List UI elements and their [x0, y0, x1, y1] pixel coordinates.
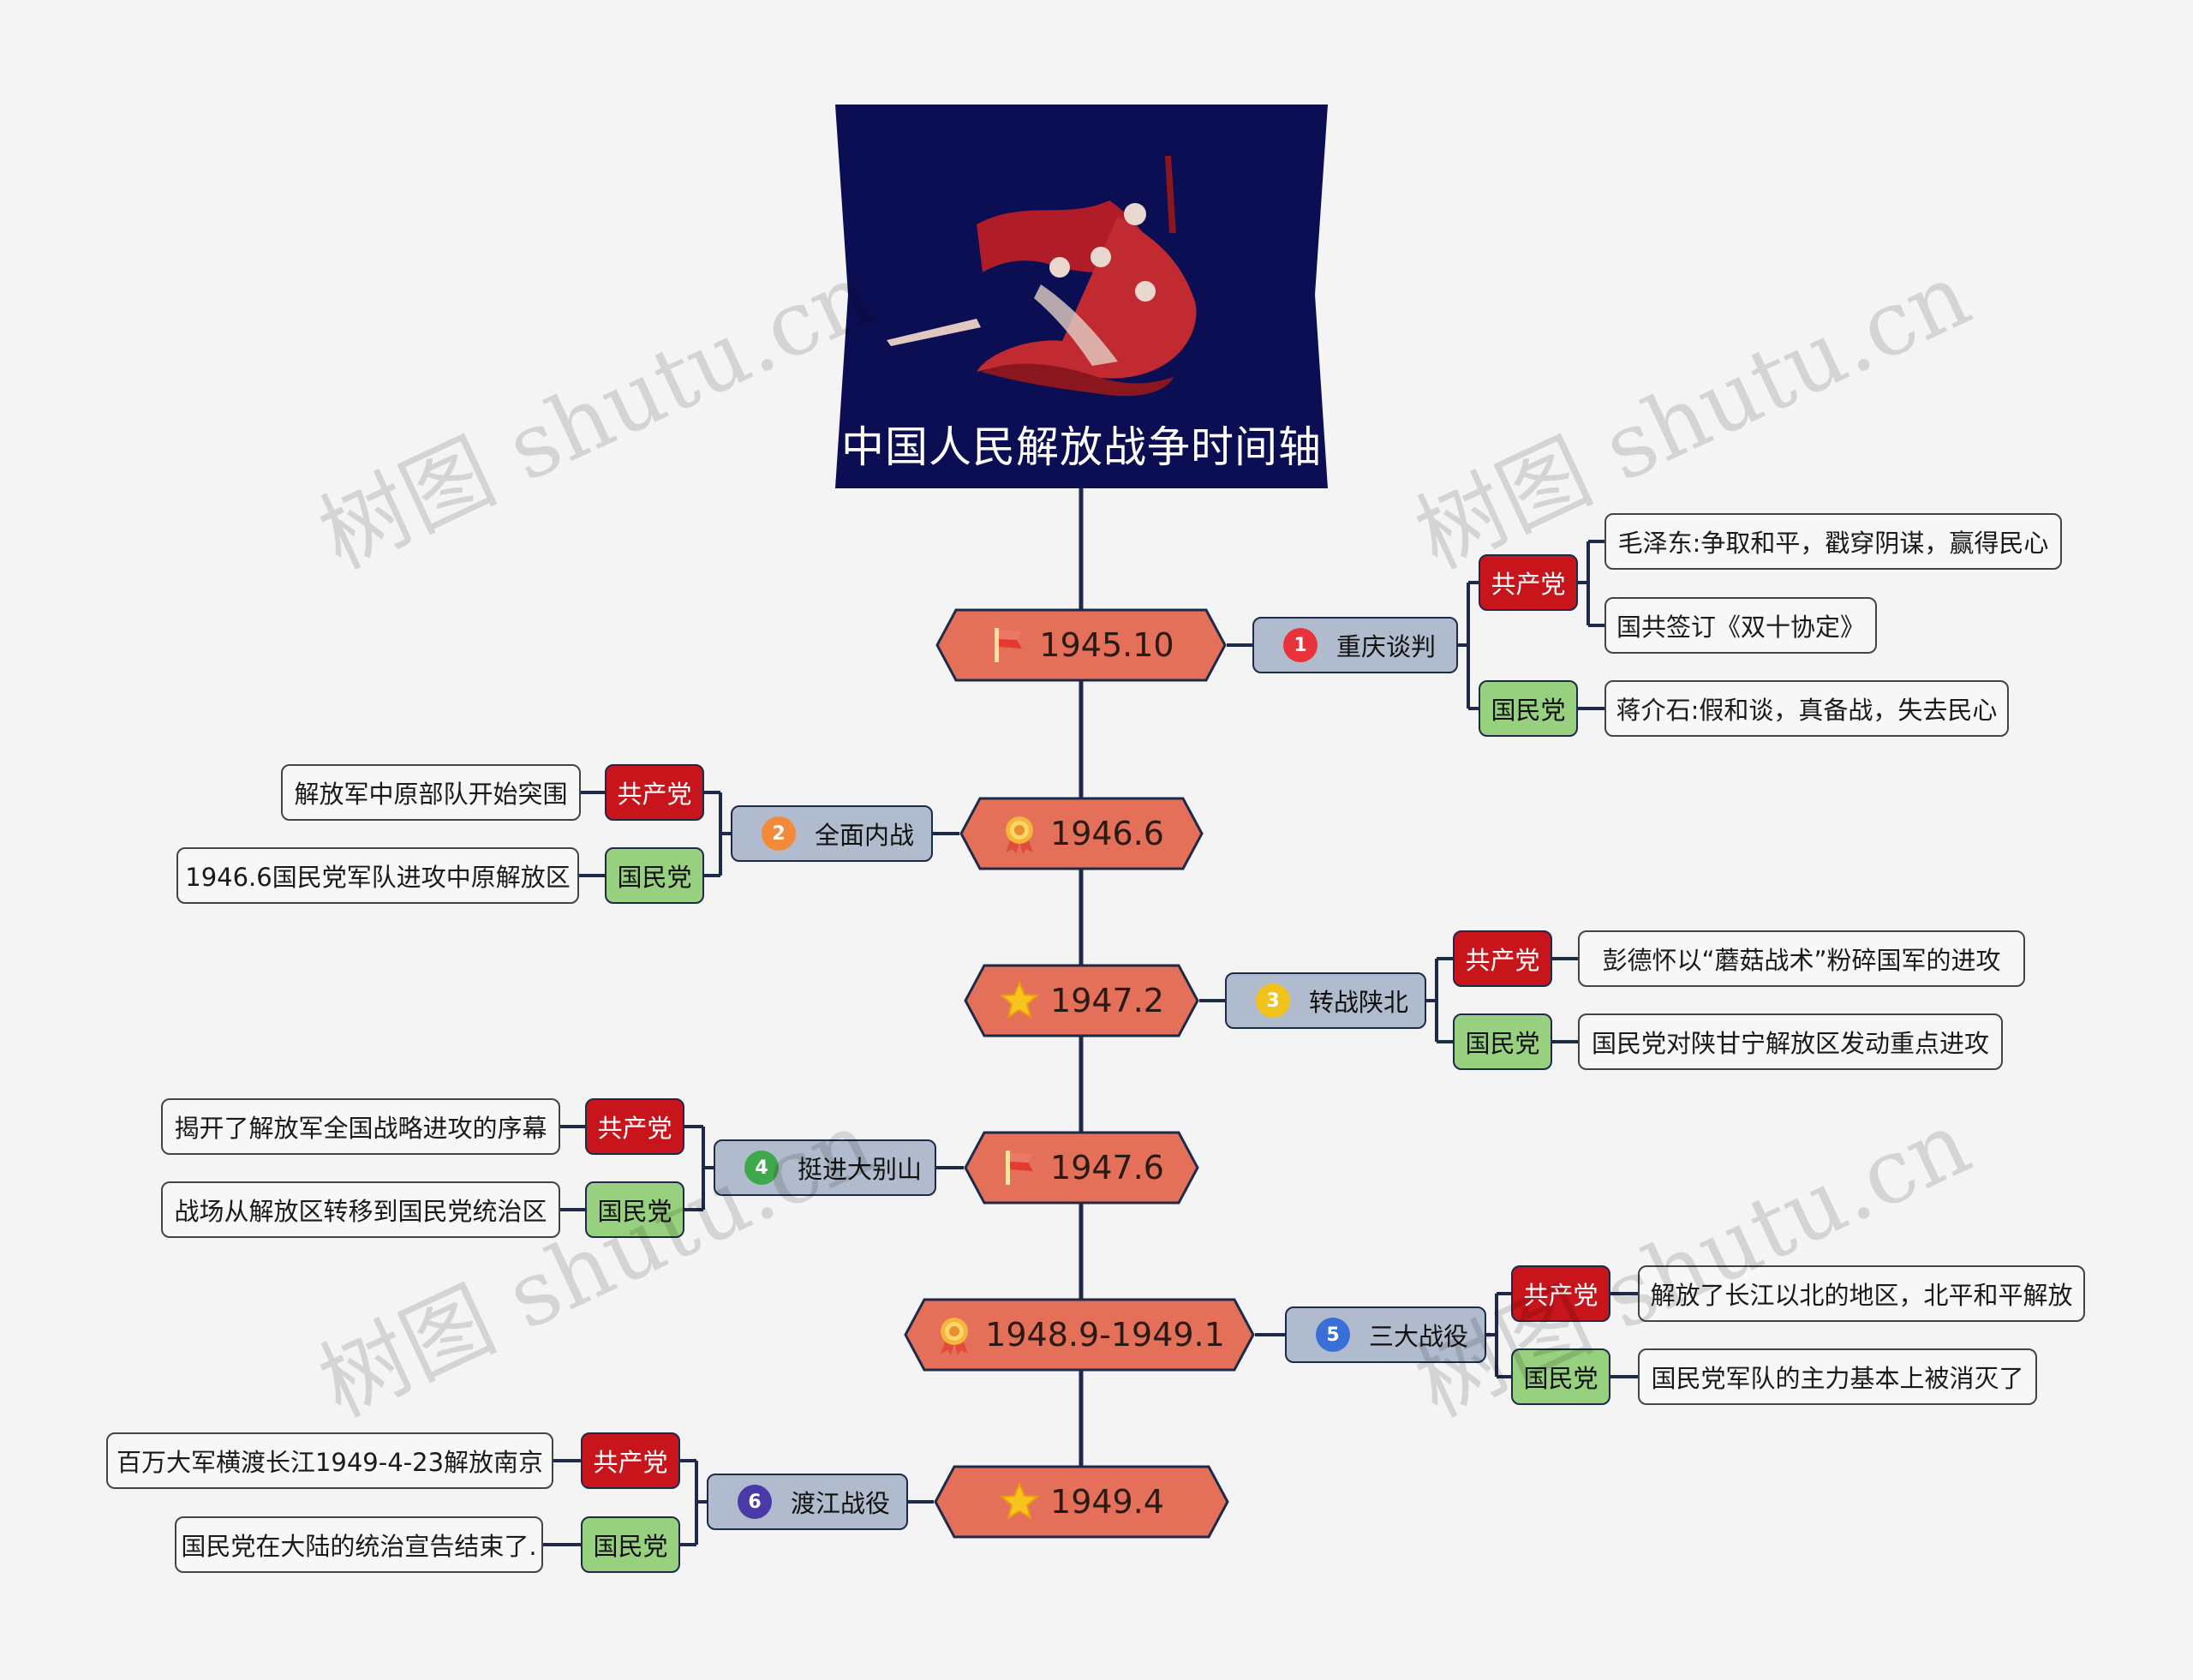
medal-icon — [999, 813, 1040, 854]
note-node[interactable]: 解放军中原部队开始突围 — [281, 764, 581, 821]
title-block[interactable]: 中国人民解放战争时间轴 — [835, 105, 1328, 488]
event-label: 全面内战 — [815, 816, 914, 852]
event-label: 三大战役 — [1369, 1317, 1468, 1353]
kmt-node[interactable]: 国民党 — [1511, 1348, 1610, 1405]
note-node[interactable]: 毛泽东:争取和平，戳穿阴谋，赢得民心 — [1604, 513, 2062, 570]
year-node[interactable]: 1946.6 — [959, 797, 1204, 870]
diagram-title: 中国人民解放战争时间轴 — [835, 413, 1328, 475]
note-node[interactable]: 解放了长江以北的地区，北平和平解放 — [1638, 1265, 2085, 1322]
year-label: 1945.10 — [1039, 626, 1174, 664]
number-badge-icon: 4 — [744, 1151, 779, 1185]
note-node[interactable]: 百万大军横渡长江1949-4-23解放南京 — [106, 1432, 553, 1489]
event-label: 转战陕北 — [1309, 983, 1408, 1019]
event-label: 挺进大别山 — [798, 1150, 922, 1186]
event-label: 渡江战役 — [791, 1484, 890, 1520]
event-node[interactable]: 1 重庆谈判 — [1252, 617, 1458, 673]
cpc-node[interactable]: 共产党 — [1511, 1265, 1610, 1322]
note-node[interactable]: 国共签订《双十协定》 — [1604, 597, 1877, 654]
year-node[interactable]: 1947.2 — [964, 964, 1199, 1037]
cpc-node[interactable]: 共产党 — [1453, 930, 1552, 987]
year-label: 1949.4 — [1050, 1483, 1164, 1521]
kmt-node[interactable]: 国民党 — [1479, 680, 1578, 737]
medal-icon — [934, 1314, 975, 1355]
event-node[interactable]: 5 三大战役 — [1285, 1306, 1486, 1363]
event-node[interactable]: 4 挺进大别山 — [714, 1139, 936, 1196]
note-node[interactable]: 国民党军队的主力基本上被消灭了 — [1638, 1348, 2037, 1405]
year-label: 1946.6 — [1050, 815, 1164, 852]
year-label: 1947.6 — [1050, 1149, 1164, 1187]
kmt-node[interactable]: 国民党 — [585, 1181, 684, 1238]
year-node[interactable]: 1948.9-1949.1 — [904, 1298, 1255, 1372]
year-node[interactable]: 1947.6 — [964, 1131, 1199, 1205]
kmt-node[interactable]: 国民党 — [1453, 1013, 1552, 1070]
note-node[interactable]: 国民党在大陆的统治宣告结束了. — [175, 1516, 543, 1573]
event-node[interactable]: 3 转战陕北 — [1225, 972, 1426, 1029]
event-node[interactable]: 2 全面内战 — [731, 805, 933, 862]
note-node[interactable]: 1946.6国民党军队进攻中原解放区 — [176, 847, 579, 904]
note-node[interactable]: 战场从解放区转移到国民党统治区 — [161, 1181, 560, 1238]
year-node[interactable]: 1949.4 — [934, 1465, 1229, 1539]
note-node[interactable]: 国民党对陕甘宁解放区发动重点进攻 — [1578, 1013, 2003, 1070]
event-label: 重庆谈判 — [1336, 627, 1436, 663]
event-node[interactable]: 6 渡江战役 — [707, 1474, 908, 1530]
year-label: 1947.2 — [1050, 982, 1164, 1019]
flag-icon — [999, 1147, 1040, 1188]
star-icon — [999, 1481, 1040, 1522]
note-node[interactable]: 彭德怀以“蘑菇战术”粉碎国军的进攻 — [1578, 930, 2025, 987]
cpc-node[interactable]: 共产党 — [585, 1098, 684, 1155]
cpc-node[interactable]: 共产党 — [605, 764, 704, 821]
cpc-node[interactable]: 共产党 — [581, 1432, 680, 1489]
flag-icon — [988, 625, 1029, 666]
year-node[interactable]: 1945.10 — [935, 608, 1227, 682]
number-badge-icon: 6 — [738, 1485, 772, 1519]
star-icon — [999, 980, 1040, 1021]
year-label: 1948.9-1949.1 — [985, 1316, 1225, 1354]
cpc-node[interactable]: 共产党 — [1479, 554, 1578, 611]
number-badge-icon: 1 — [1283, 628, 1318, 662]
kmt-node[interactable]: 国民党 — [581, 1516, 680, 1573]
note-node[interactable]: 揭开了解放军全国战略进攻的序幕 — [161, 1098, 560, 1155]
number-badge-icon: 3 — [1256, 983, 1290, 1018]
note-node[interactable]: 蒋介石:假和谈，真备战，失去民心 — [1604, 680, 2009, 737]
number-badge-icon: 2 — [762, 816, 796, 851]
kmt-node[interactable]: 国民党 — [605, 847, 704, 904]
number-badge-icon: 5 — [1316, 1318, 1350, 1352]
